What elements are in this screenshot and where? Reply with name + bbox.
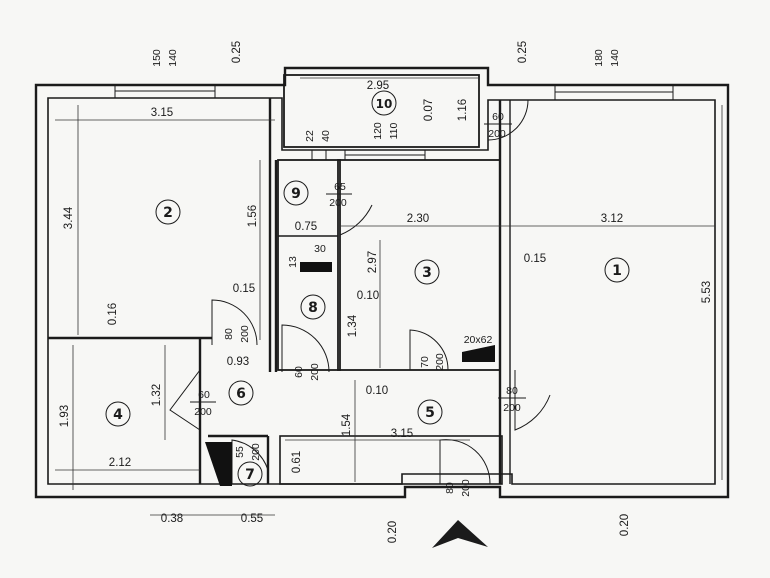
dim-label: 0.20 [387,521,399,543]
door-label: 60 [492,111,504,123]
door-label: 55 [234,446,246,458]
door-label: 60 [293,366,305,378]
room-number: 2 [163,205,173,221]
dim-label: 3.12 [601,213,623,225]
dim-label: 0.55 [241,513,263,525]
dim-label: 0.10 [357,290,379,302]
room-number: 7 [245,467,255,483]
dim-label: 1.56 [247,205,259,227]
dim-label: 1.32 [151,384,163,406]
dim-label: 0.93 [227,356,249,368]
dim-label: 0.25 [517,41,529,63]
window-label: 180 [593,49,605,67]
dim-label: 0.38 [161,513,183,525]
mark-label: 13 [287,256,299,268]
room-number: 8 [308,300,318,316]
door-label: 80 [444,482,456,494]
dim-label: 0.15 [233,283,255,295]
door-label: 200 [239,325,251,343]
dim-label: 2.12 [109,457,131,469]
window-label: 40 [320,130,332,142]
dim-label: 0.61 [291,451,303,473]
window-label: 22 [304,130,316,142]
dim-label: 1.34 [347,314,359,337]
door-label: 200 [194,406,212,418]
door-label: 70 [419,356,431,368]
door-label: 200 [309,363,321,381]
room-number: 10 [376,97,393,111]
door-label: 200 [250,443,262,461]
room-number: 6 [236,386,246,402]
door-swings [169,99,551,485]
door-label: 80 [506,385,518,397]
door-label: 60 [198,389,210,401]
window-label: 140 [167,49,179,67]
window-label: 140 [609,49,621,67]
dim-label: 3.15 [391,428,413,440]
shafts [205,262,495,486]
dim-label: 0.15 [524,253,546,265]
room-labels: 1 2 3 4 5 6 7 8 9 10 [105,90,630,487]
small-marks: 30 13 20x62 [287,243,492,346]
dim-label: 1.16 [457,99,469,121]
dim-label: 0.07 [423,99,435,121]
dim-label: 0.75 [295,221,317,233]
dim-label: 3.44 [63,206,75,229]
dim-label: 1.93 [59,405,71,427]
window-label: 110 [388,122,400,139]
door-label: 80 [223,328,235,340]
room-number: 3 [422,265,432,281]
dimension-labels: 3.15 2.95 2.30 3.12 0.75 0.15 0.15 0.10 … [109,80,623,525]
window-label: 150 [151,49,163,67]
door-label: 200 [488,128,506,140]
door-label: 200 [460,479,472,497]
mark-label: 20x62 [464,334,493,346]
door-labels: 60 200 65 200 80 200 60 200 70 200 80 20… [190,111,526,497]
dim-label: 0.16 [107,303,119,325]
room-number: 1 [612,263,622,279]
door-label: 200 [434,353,446,371]
windows [114,84,674,161]
dimension-lines [55,77,723,516]
dim-label: 0.10 [366,385,388,397]
interior-walls [48,74,511,485]
dim-label: 2.97 [367,251,379,273]
dim-label: 2.95 [367,80,389,92]
dim-label: 5.53 [701,281,713,303]
door-label: 200 [329,197,347,209]
dim-label: 0.20 [619,514,631,536]
dim-label: 1.54 [341,413,353,436]
dim-label: 0.25 [231,41,243,63]
room-number: 4 [113,407,123,423]
mark-label: 30 [314,243,326,255]
dim-label: 2.30 [407,213,429,225]
door-label: 200 [503,402,521,414]
window-labels: 150 140 180 140 120 110 22 40 [151,49,621,142]
room-number: 9 [291,186,301,202]
vertical-dimension-labels: 3.44 1.56 0.16 2.97 1.34 5.53 1.32 1.93 … [59,41,713,543]
door-label: 65 [334,181,346,193]
window-label: 120 [372,122,384,140]
room-number: 5 [425,405,435,421]
north-arrow-icon [432,520,488,548]
dim-label: 3.15 [151,107,173,119]
